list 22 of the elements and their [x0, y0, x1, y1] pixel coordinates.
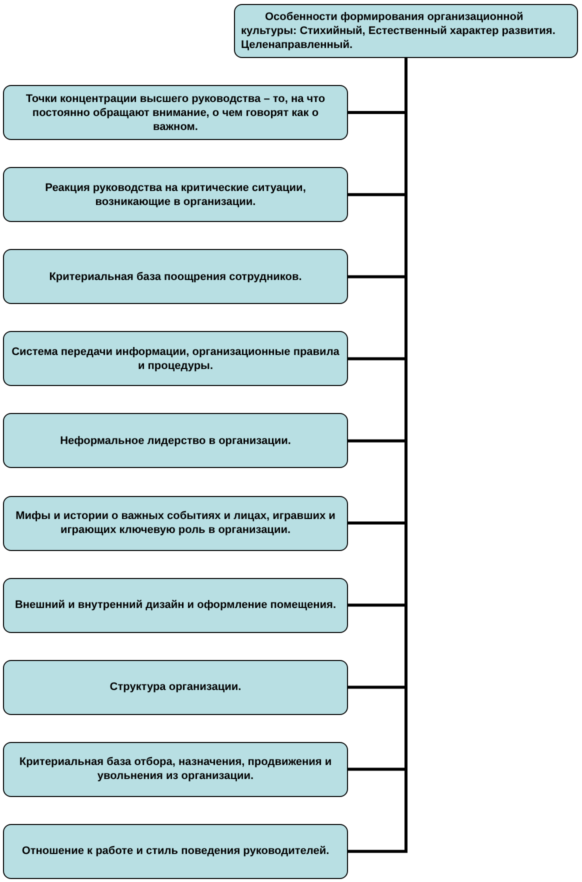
box-text: Критериальная база отбора, назначения, продвижения и увольнения из организации. [18, 755, 333, 784]
process-box [3, 413, 348, 468]
process-box [3, 249, 348, 304]
process-box [3, 578, 348, 633]
box-text: Мифы и истории о важных событиях и лицах, игравших и играющих ключевую роль в организации. [14, 509, 336, 537]
process-box [3, 660, 348, 715]
box-text: Критериальная база поощрения сотрудников. [49, 270, 302, 284]
box-text: Особенности формирования организационной культуры: Стихийный, Естественный характер развития. Целенаправленный. [241, 10, 556, 52]
process-box [3, 742, 348, 797]
process-box [3, 85, 348, 140]
process-box [3, 167, 348, 222]
box-text: Система передачи информации, организационные правила и процедуры. [10, 344, 340, 373]
box-text: Отношение к работе и стиль поведения руководителей. [22, 844, 330, 858]
box-text: Неформальное лидерство в организации. [60, 434, 291, 448]
box-text: Внешний и внутренний дизайн и оформление помещения. [14, 598, 336, 612]
box-text: Точки концентрации высшего руководства – то, на что постоянно обращают внимание, о чем говорят как о важном. [24, 92, 326, 134]
box-text: Структура организации. [110, 680, 242, 694]
box-text: Реакция руководства на критические ситуации, возникающие в организации. [44, 180, 307, 209]
process-box [3, 331, 348, 386]
process-box [234, 4, 578, 58]
process-box [3, 824, 348, 879]
process-box [3, 496, 348, 550]
